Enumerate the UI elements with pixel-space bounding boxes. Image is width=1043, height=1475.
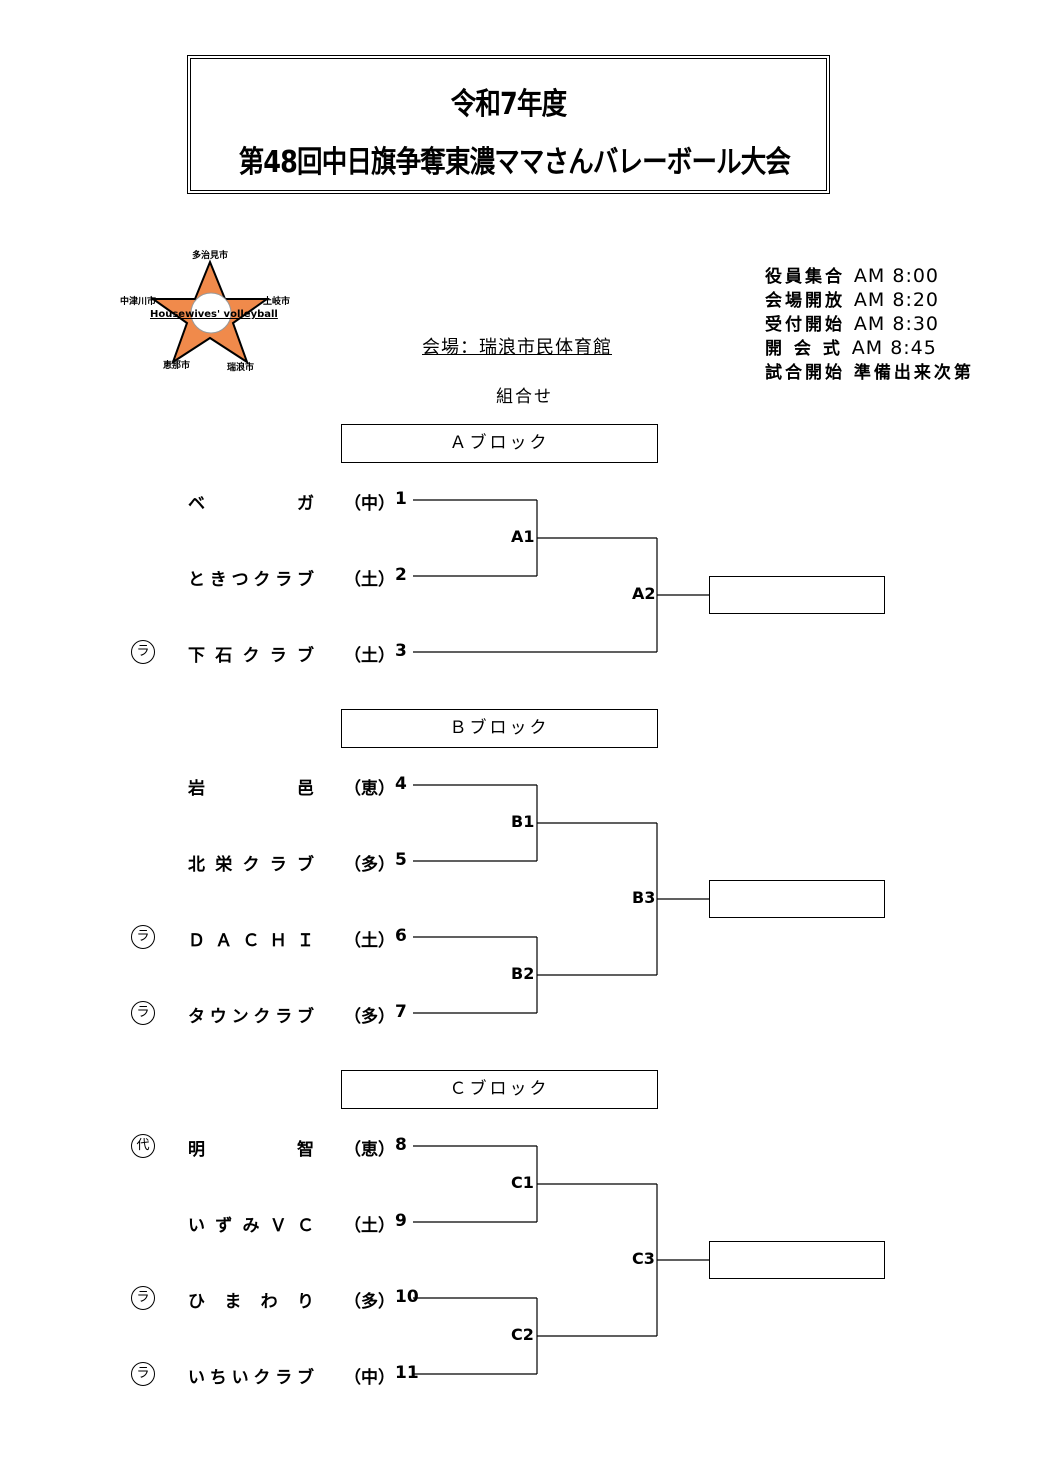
- team-prefecture: （多）: [344, 855, 395, 875]
- team-name: ひまわり: [188, 1292, 316, 1312]
- match-label: A2: [632, 584, 656, 603]
- team-prefecture: （土）: [344, 1216, 395, 1236]
- star-ball-logo-icon: [149, 259, 271, 365]
- title-line2: 第48回中日旗争奪東濃ママさんバレーボール大会: [238, 145, 791, 180]
- match-label: B1: [511, 812, 535, 831]
- schedule-time: 準備出来次第: [853, 363, 974, 383]
- schedule-time: AM 8:30: [853, 313, 940, 335]
- logo-text: Housewives' volleyball: [150, 309, 278, 320]
- team-name: ときつクラブ: [188, 570, 316, 590]
- schedule-row: 会場開放 AM 8:20: [765, 286, 939, 311]
- match-label: A1: [511, 527, 535, 546]
- team-name: 岩邑: [188, 779, 316, 799]
- title-box: 令和7年度 第48回中日旗争奪東濃ママさんバレーボール大会: [187, 55, 830, 194]
- match-label: C1: [511, 1173, 534, 1192]
- team-prefecture: （多）: [344, 1292, 395, 1312]
- team-number: 2: [395, 565, 407, 585]
- team-prefecture: （土）: [344, 646, 395, 666]
- team-name: ベガ: [188, 494, 316, 514]
- schedule-time: AM 8:00: [853, 265, 940, 287]
- team-number: 6: [395, 926, 407, 946]
- schedule-label: 受付開始: [765, 315, 845, 335]
- result-box[interactable]: [709, 576, 885, 614]
- team-prefecture: （中）: [344, 494, 395, 514]
- city-label: 多治見市: [192, 251, 229, 261]
- schedule-label: 会場開放: [765, 291, 845, 311]
- logo: 多治見市 中津川市 土岐市 恵那市 瑞浪市 Housewives' volley…: [115, 244, 305, 374]
- team-name: いちいクラブ: [188, 1368, 316, 1388]
- schedule-time: AM 8:20: [853, 289, 940, 311]
- schedule-label: 役員集合: [765, 267, 845, 287]
- circled-mark-icon: 代: [131, 1134, 155, 1158]
- team-name: タウンクラブ: [188, 1007, 316, 1027]
- schedule-row: 開 会 式 AM 8:45: [765, 334, 937, 359]
- team-prefecture: （中）: [344, 1368, 395, 1388]
- result-box[interactable]: [709, 880, 885, 918]
- team-number: 9: [395, 1211, 407, 1231]
- team-number: 3: [395, 641, 407, 661]
- result-box[interactable]: [709, 1241, 885, 1279]
- block-header: Ｂブロック: [341, 709, 658, 748]
- team-prefecture: （土）: [344, 931, 395, 951]
- team-name: 北栄クラブ: [188, 855, 316, 875]
- city-label: 恵那市: [163, 361, 191, 371]
- team-number: 8: [395, 1135, 407, 1155]
- city-label: 瑞浪市: [227, 363, 255, 373]
- team-name: ＤＡＣＨＩ: [188, 931, 316, 951]
- team-prefecture: （恵）: [344, 779, 395, 799]
- schedule-row: 受付開始 AM 8:30: [765, 310, 939, 335]
- schedule-time: AM 8:45: [851, 337, 937, 359]
- match-label: C2: [511, 1325, 534, 1344]
- match-label: C3: [632, 1249, 655, 1268]
- schedule-row: 役員集合 AM 8:00: [765, 262, 939, 287]
- match-label: B2: [511, 964, 535, 983]
- section-heading: 組合せ: [496, 387, 553, 407]
- venue: 会場：瑞浪市民体育館: [422, 337, 612, 358]
- block-header: Ｃブロック: [341, 1070, 658, 1109]
- schedule-label: 試合開始: [765, 363, 845, 383]
- schedule-row: 試合開始 準備出来次第: [765, 358, 974, 383]
- circled-mark-icon: ラ: [131, 1362, 155, 1386]
- team-name: いずみＶＣ: [188, 1216, 316, 1236]
- city-label: 土岐市: [263, 297, 291, 307]
- team-number: 4: [395, 774, 407, 794]
- team-prefecture: （多）: [344, 1007, 395, 1027]
- circled-mark-icon: ラ: [131, 1001, 155, 1025]
- circled-mark-icon: ラ: [131, 640, 155, 664]
- team-prefecture: （恵）: [344, 1140, 395, 1160]
- team-number: 5: [395, 850, 407, 870]
- team-number: 1: [395, 489, 407, 509]
- team-prefecture: （土）: [344, 570, 395, 590]
- team-number: 7: [395, 1002, 407, 1022]
- block-header: Ａブロック: [341, 424, 658, 463]
- circled-mark-icon: ラ: [131, 925, 155, 949]
- team-name: 下石クラブ: [188, 646, 316, 666]
- schedule-label: 開 会 式: [765, 339, 843, 359]
- team-name: 明智: [188, 1140, 316, 1160]
- circled-mark-icon: ラ: [131, 1286, 155, 1310]
- title-line1: 令和7年度: [450, 87, 567, 122]
- match-label: B3: [632, 888, 656, 907]
- team-number: 10: [395, 1287, 419, 1307]
- team-number: 11: [395, 1363, 419, 1383]
- city-label: 中津川市: [120, 297, 157, 307]
